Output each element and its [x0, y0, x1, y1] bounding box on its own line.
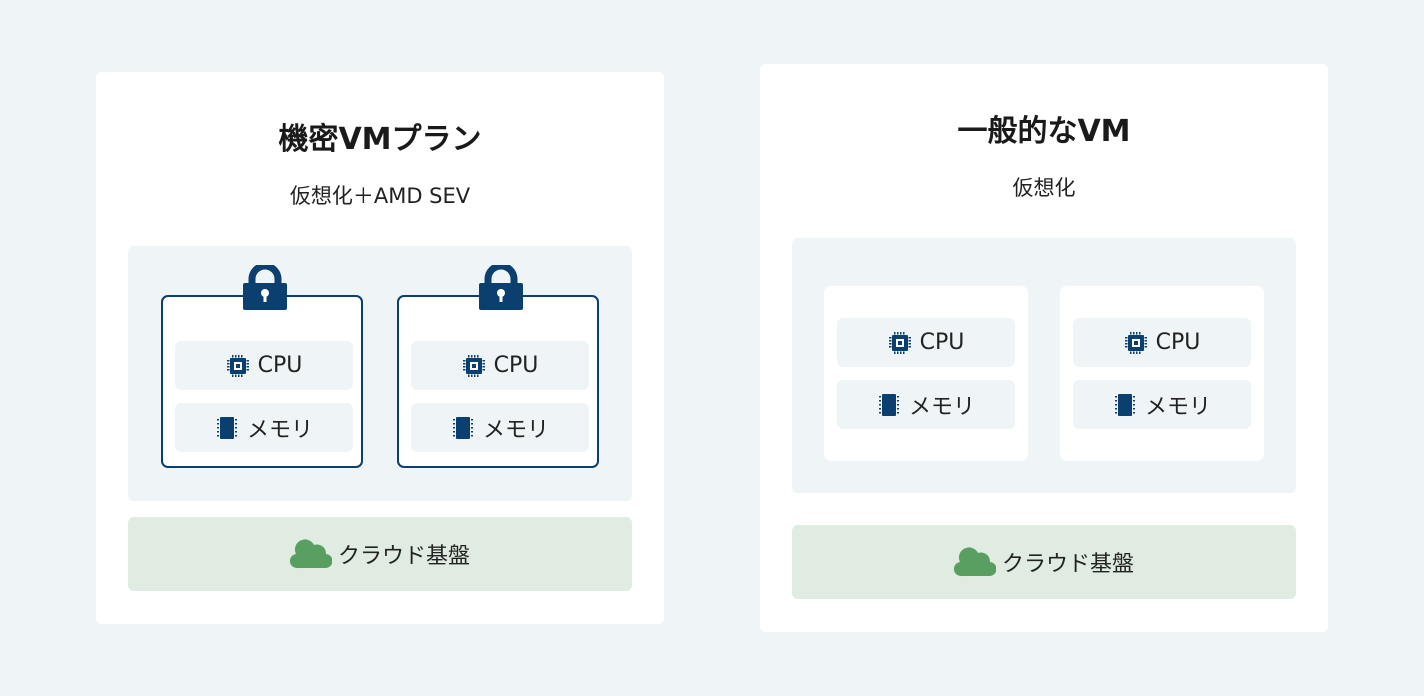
- cpu-label: CPU: [919, 330, 965, 355]
- lock-icon: [242, 265, 288, 311]
- memory-label: メモリ: [482, 417, 549, 443]
- cpu-icon: [462, 354, 486, 378]
- lock-icon: [478, 265, 524, 311]
- cpu-icon: [888, 331, 912, 355]
- vm-box: CPU メモリ: [1060, 286, 1264, 461]
- cpu-item: CPU: [175, 341, 353, 390]
- cpu-icon: [226, 354, 250, 378]
- memory-icon: [215, 416, 239, 440]
- cloud-icon: [290, 539, 332, 569]
- memory-item: メモリ: [411, 403, 589, 452]
- cloud-platform-bar: クラウド基盤: [792, 525, 1296, 599]
- memory-item: メモリ: [1073, 380, 1251, 429]
- general-vm-card: 一般的なVM 仮想化 CPU メモリ CPU メモリ クラウド基盤: [760, 64, 1328, 632]
- cpu-label: CPU: [1155, 330, 1201, 355]
- card-subtitle: 仮想化＋AMD SEV: [289, 184, 471, 208]
- platform-label: クラウド基盤: [337, 544, 470, 569]
- cpu-item: CPU: [837, 318, 1015, 367]
- memory-item: メモリ: [175, 403, 353, 452]
- cpu-label: CPU: [257, 353, 303, 378]
- memory-label: メモリ: [246, 417, 313, 443]
- cpu-label: CPU: [493, 353, 539, 378]
- memory-item: メモリ: [837, 380, 1015, 429]
- vm-box: CPU メモリ: [824, 286, 1028, 461]
- memory-icon: [1113, 393, 1137, 417]
- platform-label: クラウド基盤: [1001, 552, 1134, 577]
- secure-vm-box: CPU メモリ: [161, 295, 363, 468]
- cpu-icon: [1124, 331, 1148, 355]
- memory-label: メモリ: [908, 394, 975, 420]
- vm-host-area: CPU メモリ CPU メモリ: [128, 246, 632, 501]
- cloud-platform-bar: クラウド基盤: [128, 517, 632, 591]
- memory-icon: [877, 393, 901, 417]
- vm-host-area: CPU メモリ CPU メモリ: [792, 238, 1296, 493]
- secure-vm-box: CPU メモリ: [397, 295, 599, 468]
- cpu-item: CPU: [1073, 318, 1251, 367]
- cpu-item: CPU: [411, 341, 589, 390]
- confidential-vm-plan-card: 機密VMプラン 仮想化＋AMD SEV CPU メモリ CPU メモリ クラウド…: [96, 72, 664, 624]
- card-subtitle: 仮想化: [1012, 176, 1076, 200]
- cloud-icon: [954, 547, 996, 577]
- memory-icon: [451, 416, 475, 440]
- memory-label: メモリ: [1144, 394, 1211, 420]
- card-title: 機密VMプラン: [278, 122, 482, 157]
- card-title: 一般的なVM: [957, 114, 1131, 149]
